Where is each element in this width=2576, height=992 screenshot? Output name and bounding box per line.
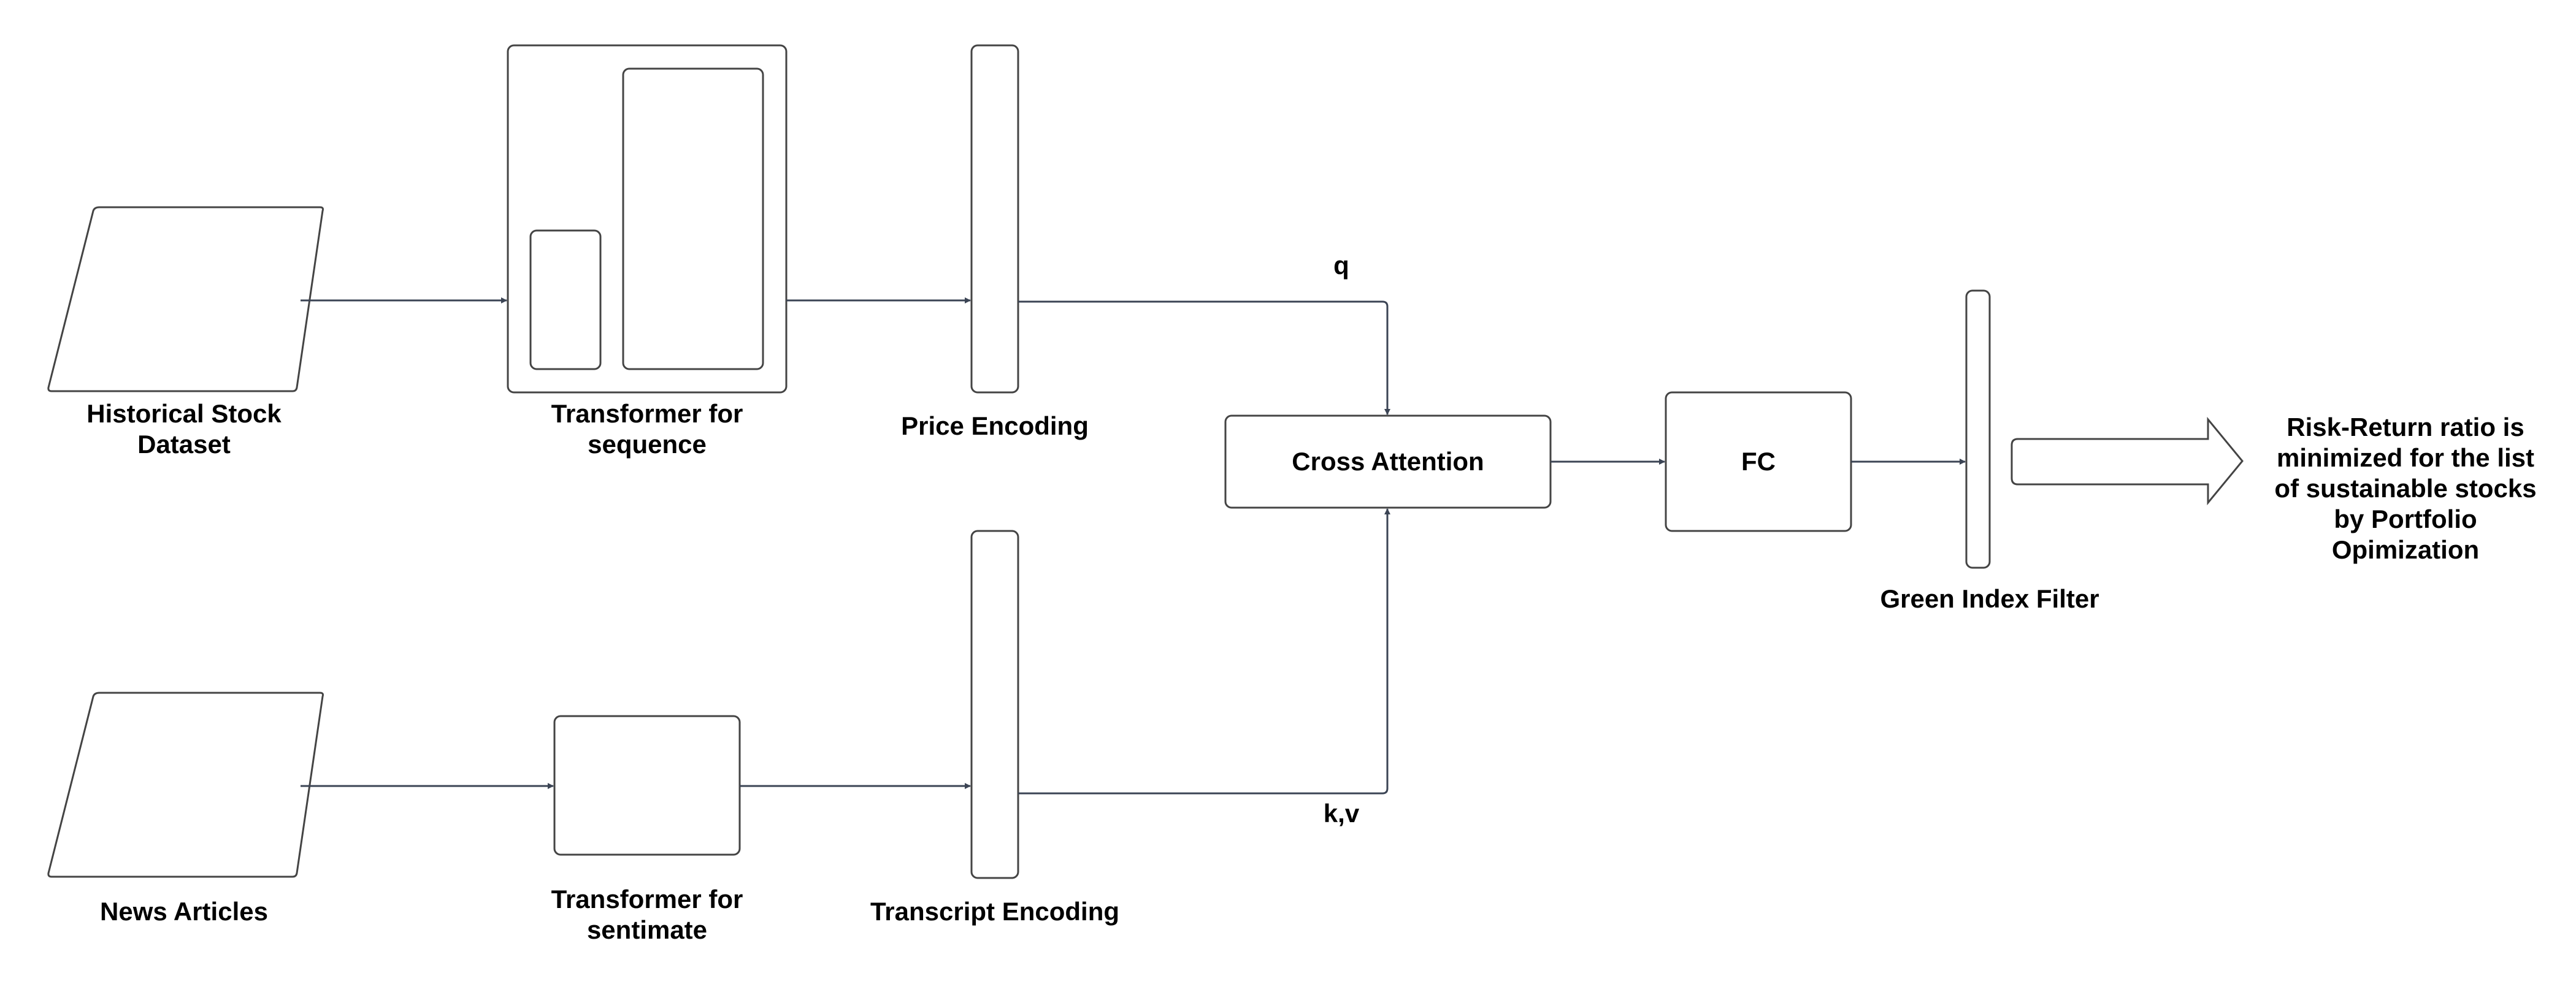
edge-price-to-cross-attention xyxy=(1018,300,1390,415)
label-line: Opimization xyxy=(2331,535,2480,564)
transformer-sequence-label: Transformer for sequence xyxy=(551,399,743,460)
historical-stock-dataset-shape xyxy=(47,206,324,392)
output-label: Risk-Return ratio is minimized for the l… xyxy=(2274,412,2536,565)
edge-label-kv: k,v xyxy=(1323,799,1360,828)
label-line: Price Encoding xyxy=(901,411,1089,440)
edge-transcript-to-cross-attention xyxy=(1018,508,1390,795)
transcript-encoding-label: Transcript Encoding xyxy=(870,896,1119,927)
label-line: of sustainable stocks xyxy=(2274,474,2537,503)
label-line: Transformer for xyxy=(551,399,743,428)
label-line: by Portfolio xyxy=(2334,505,2477,533)
transformer-sequence-inner-small xyxy=(529,229,602,370)
transformer-sentiment-label: Transformer for sentimate xyxy=(551,884,743,945)
green-index-filter-label: Green Index Filter xyxy=(1880,584,2099,614)
label-line: Transcript Encoding xyxy=(870,897,1120,926)
transformer-sequence-inner-large xyxy=(622,67,764,370)
price-encoding-bar xyxy=(970,44,1019,394)
fc-label: FC xyxy=(1741,447,1776,476)
green-index-filter-bar xyxy=(1965,289,1991,569)
label-line: sequence xyxy=(588,430,707,459)
label-line: Transformer for xyxy=(551,885,743,914)
label-line: Risk-Return ratio is xyxy=(2287,413,2524,441)
label-line: Historical Stock xyxy=(86,399,282,428)
transcript-encoding-bar xyxy=(970,530,1019,879)
historical-stock-dataset-label: Historical Stock Dataset xyxy=(86,399,281,460)
transformer-sentiment-box xyxy=(553,715,741,856)
edge-label-q: q xyxy=(1333,251,1349,280)
label-line: sentimate xyxy=(586,915,708,944)
output-arrow-shape xyxy=(2011,416,2244,506)
transformer-sequence-box xyxy=(507,44,788,394)
price-encoding-label: Price Encoding xyxy=(901,411,1089,441)
label-line: Dataset xyxy=(137,430,231,459)
cross-attention-label: Cross Attention xyxy=(1292,447,1484,476)
label-line: News Articles xyxy=(100,897,268,926)
news-articles-shape xyxy=(47,692,324,878)
label-line: Green Index Filter xyxy=(1880,584,2099,613)
news-articles-label: News Articles xyxy=(100,896,268,927)
label-line: minimized for the list xyxy=(2276,443,2535,472)
